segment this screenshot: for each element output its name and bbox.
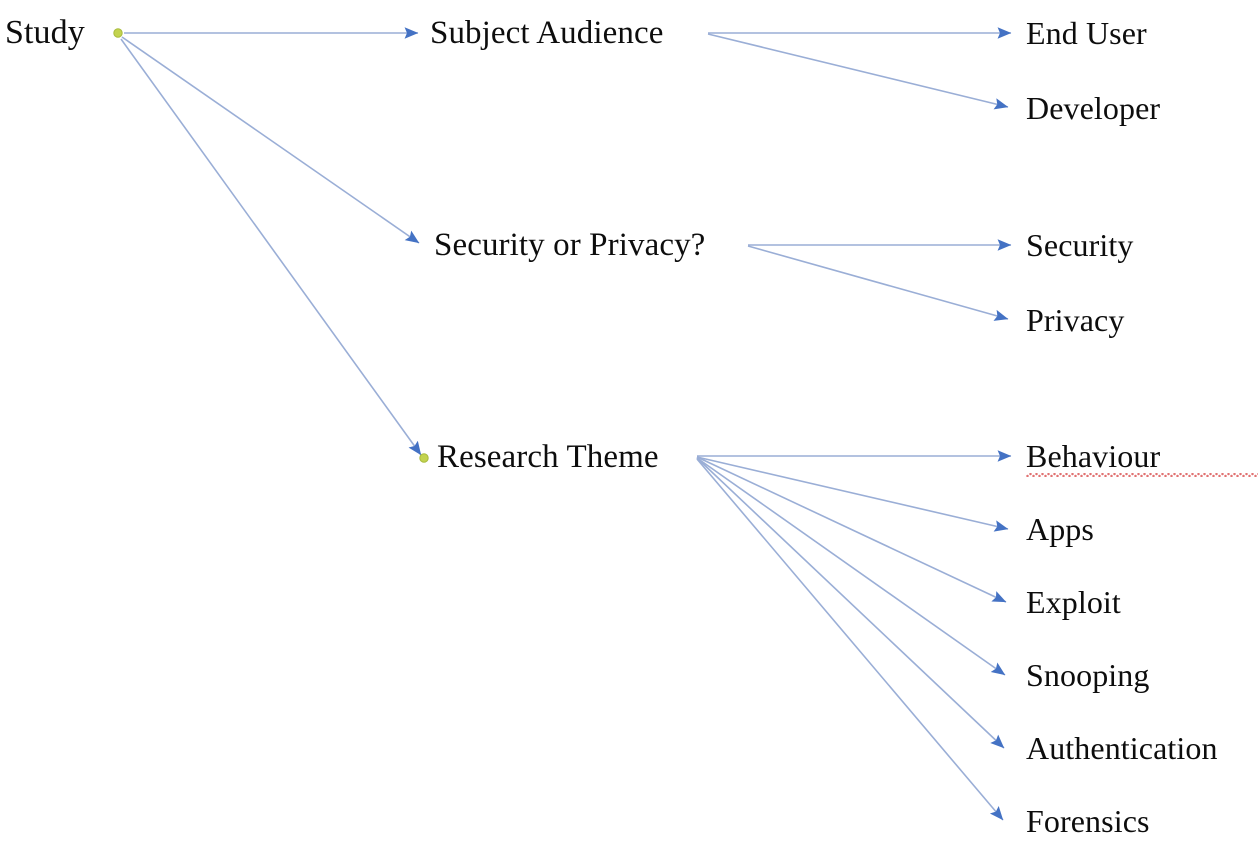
edge-research-theme-to-snooping	[696, 457, 1006, 676]
node-label-subject-audience: Subject Audience	[430, 15, 664, 51]
node-label-research-theme: Research Theme	[437, 439, 659, 475]
node-label-end-user: End User	[1026, 15, 1147, 51]
node-label-behaviour: Behaviour	[1026, 440, 1258, 477]
node-label-apps: Apps	[1026, 511, 1094, 547]
anchor-dots-group	[113, 28, 429, 463]
node-label-study: Study	[5, 14, 85, 51]
edge-research-theme-to-authentication	[696, 457, 1005, 749]
spellcheck-squiggle-icon	[1026, 473, 1258, 477]
node-label-security: Security	[1026, 227, 1134, 263]
node-label-privacy: Privacy	[1026, 302, 1125, 338]
node-label-developer: Developer	[1026, 90, 1161, 126]
node-label-snooping: Snooping	[1026, 657, 1150, 693]
edge-research-theme-to-forensics	[696, 458, 1004, 821]
node-label-forensics: Forensics	[1026, 803, 1150, 839]
node-label-authentication: Authentication	[1026, 730, 1218, 766]
anchor-research-theme-dot	[419, 453, 429, 463]
node-label-security-or-privacy: Security or Privacy?	[434, 227, 706, 263]
edge-research-theme-to-exploit	[696, 456, 1007, 603]
edge-study-to-security-or-privacy	[121, 36, 420, 244]
edge-subject-audience-to-developer	[707, 33, 1009, 110]
edge-research-theme-to-apps	[696, 456, 1009, 532]
edges-group	[120, 27, 1012, 821]
edge-security-or-privacy-to-privacy	[747, 245, 1009, 321]
node-label-exploit: Exploit	[1026, 584, 1121, 620]
edge-study-to-research-theme	[120, 38, 422, 456]
